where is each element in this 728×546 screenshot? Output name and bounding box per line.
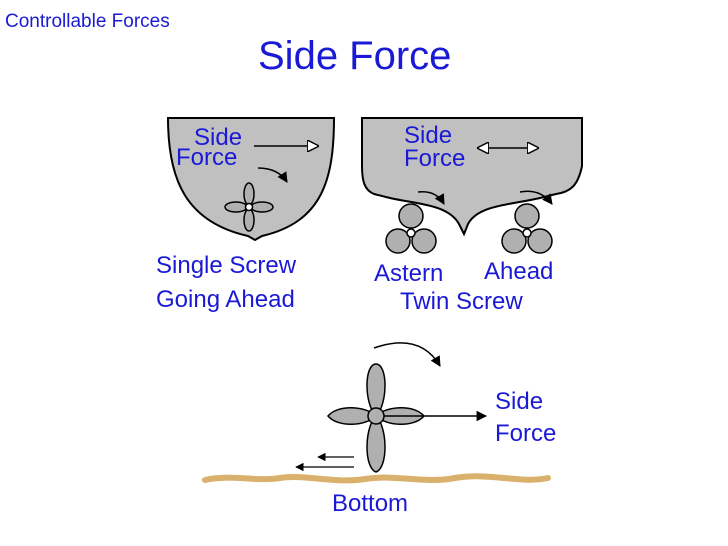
single-screw-rotation-arrow [257,167,288,183]
twin-screw-propeller-right-icon [501,203,553,254]
bottom-rotation-arrow [373,342,441,367]
page-title: Side Force [258,34,452,78]
bottom-label: Bottom [332,490,409,517]
twin-screw-caption: Twin Screw [400,288,523,315]
single-screw-force-label: Force [176,144,238,171]
single-screw-caption-line-1: Single Screw [156,252,297,279]
single-screw-caption-line-2: Going Ahead [156,286,295,313]
twin-screw-propeller-left-icon [385,203,437,254]
single-screw-propeller-icon [224,182,274,232]
astern-label: Astern [374,260,444,287]
bottom-side-label: Side [495,388,544,415]
twin-screw-rotation-arrow-right [519,190,553,205]
twin-screw-side-label: Side [404,122,453,149]
bottom-propeller-icon [327,363,425,473]
corner-title: Controllable Forces [5,11,170,32]
twin-screw-rotation-arrow-left [417,191,445,205]
single-screw-hull [166,117,336,242]
bottom-force-label: Force [495,420,557,447]
twin-screw-force-label: Force [404,145,466,172]
twin-screw-hull [361,117,583,237]
single-screw-side-label: Side [194,124,243,151]
ahead-label: Ahead [484,258,554,285]
seabed-line [202,473,551,484]
